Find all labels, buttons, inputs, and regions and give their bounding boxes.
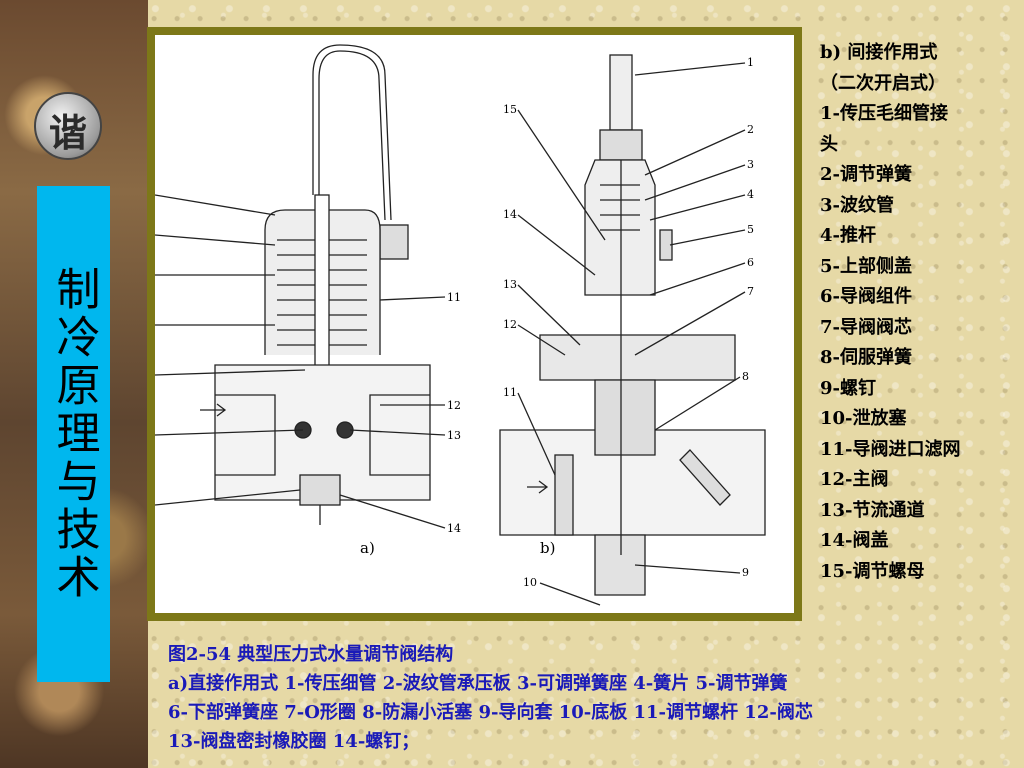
callout-b-9: 9 [742,566,749,579]
sub-figure-a-label: a) [360,539,375,557]
callout-b-13: 13 [503,278,517,291]
legend-line: b) 间接作用式 [820,42,938,63]
callout-b-1: 1 [747,56,754,69]
caption-title: 图2-54 典型压力式水量调节阀结构 [168,644,454,665]
caption-line: 6-下部弹簧座 7-O形圈 8-防漏小活塞 9-导向套 10-底板 11-调节螺… [168,702,813,723]
legend-line: 9-螺钉 [820,377,876,399]
callout-b-5: 5 [747,223,754,236]
legend-line: 4-推杆 [820,225,876,246]
callout-b-12: 12 [503,318,517,331]
capillary-tube-a [312,44,392,221]
legend-line: 6-导阀组件 [820,286,912,307]
course-title-bar: 制冷原理与技术 [37,186,110,682]
callout-b-4: 4 [747,188,754,201]
flow-arrow-b [527,480,549,494]
legend-line: 1-传压毛细管接 [820,103,948,124]
sub-figure-b-label: b) [540,539,555,557]
figure-caption: 图2-54 典型压力式水量调节阀结构 a)直接作用式 1-传压细管 2-波纹管承… [168,640,1018,756]
main-cover-b [539,334,736,381]
callout-b-14: 14 [503,208,517,221]
parts-legend: b) 间接作用式 （二次开启式） 1-传压毛细管接 头 2-调节弹簧 3-波纹管… [820,38,1020,587]
course-title: 制冷原理与技术 [48,266,100,602]
valve-diagram-frame: a) b) 11 12 13 14 1 2 3 4 5 6 7 8 9 10 1… [147,27,802,621]
callout-b-7: 7 [747,285,754,298]
legend-line: 7-导阀阀芯 [820,316,912,338]
legend-line: 2-调节弹簧 [820,164,912,185]
legend-line: 10-泄放塞 [820,408,907,429]
logo-badge: 谐 [34,92,102,160]
valve-body-a [214,364,431,501]
legend-line: 12-主阀 [820,469,889,490]
legend-line: 3-波纹管 [820,194,894,216]
callout-a-12: 12 [447,399,461,412]
legend-line: 11-导阀进口滤网 [820,438,961,460]
spring-coils-b [600,184,640,231]
callout-a-14: 14 [447,522,461,535]
flow-arrow-a [200,403,227,417]
spring-housing-b [584,159,656,296]
logo-glyph: 谐 [48,111,87,155]
capillary-nut-a [379,224,409,260]
callout-b-3: 3 [747,158,754,171]
callout-b-10: 10 [523,576,537,589]
callout-b-11: 11 [503,386,517,399]
callout-a-13: 13 [447,429,461,442]
legend-line: 头 [820,133,838,155]
caption-line: 13-阀盘密封橡胶圈 14-螺钉； [168,731,420,752]
legend-line: 15-调节螺母 [820,560,925,582]
valve-diagram: a) b) 11 12 13 14 1 2 3 4 5 6 7 8 9 10 1… [155,44,766,606]
callout-b-6: 6 [747,256,754,269]
callout-b-2: 2 [747,123,754,136]
callout-a-11: 11 [447,291,461,304]
legend-line: 8-伺服弹簧 [820,347,912,368]
callout-b-8: 8 [742,370,749,383]
legend-line: 14-阀盖 [820,530,889,551]
legend-line: 5-上部侧盖 [820,255,912,277]
capillary-fitting-b [609,54,633,131]
caption-line: a)直接作用式 1-传压细管 2-波纹管承压板 3-可调弹簧座 4-簧片 5-调… [168,673,788,694]
callout-b-15: 15 [503,103,517,116]
legend-line: （二次开启式） [820,72,946,94]
legend-line: 13-节流通道 [820,499,925,521]
